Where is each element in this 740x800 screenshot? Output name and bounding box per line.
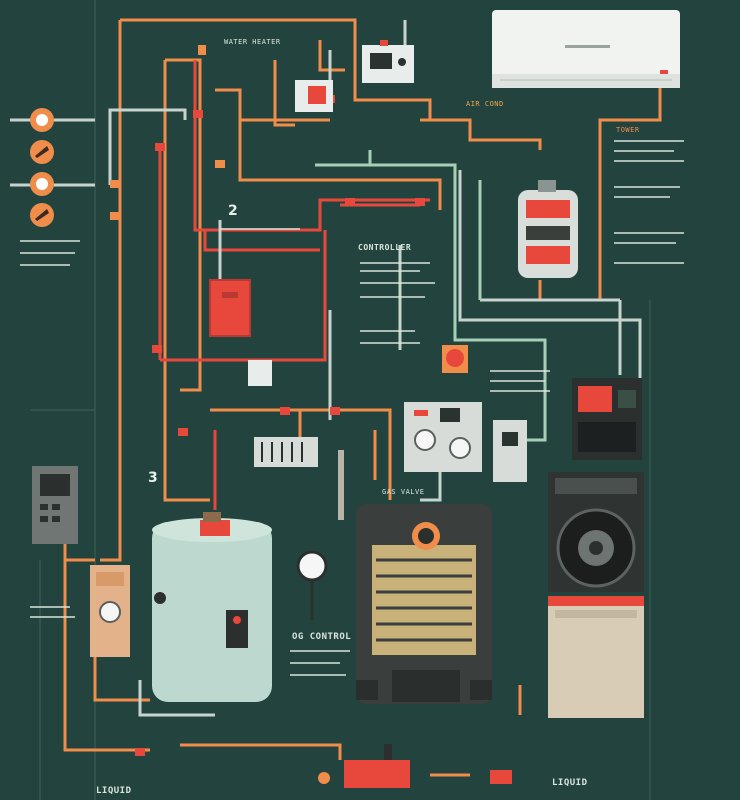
marker-number-three: 3 — [148, 470, 159, 486]
storage-tower — [518, 180, 578, 278]
fan-icon — [338, 450, 492, 704]
control-panel — [404, 402, 527, 482]
top-control-box — [295, 40, 414, 112]
thermostat — [32, 466, 78, 544]
valve-icon — [442, 345, 468, 373]
water-heater-tank — [152, 512, 272, 702]
green-pipes — [315, 150, 547, 442]
bottom-red-unit — [318, 744, 512, 788]
gauge-icon — [30, 108, 54, 227]
ac-label: AIR COND — [466, 100, 504, 108]
water-heater-label: WATER HEATER — [224, 38, 281, 46]
heater-top-label: GAS VALVE — [382, 488, 425, 496]
text-bars — [20, 140, 684, 676]
bottom-right-label: LIQUID — [552, 778, 588, 788]
tower-label: TOWER — [616, 126, 640, 134]
radiator — [254, 437, 318, 467]
controller-title: CONTROLLER — [358, 243, 412, 252]
marker-number-two: 2 — [228, 203, 239, 219]
speaker-icon — [548, 472, 644, 718]
orange-pipes — [63, 18, 662, 777]
control-label: OG CONTROL — [292, 632, 352, 642]
bottom-left-label: LIQUID — [96, 786, 132, 796]
display-cabinet — [572, 378, 642, 460]
ac-unit — [492, 10, 680, 88]
pump-unit — [90, 565, 130, 657]
relay-box — [209, 279, 272, 386]
gauge-icon — [296, 550, 328, 620]
